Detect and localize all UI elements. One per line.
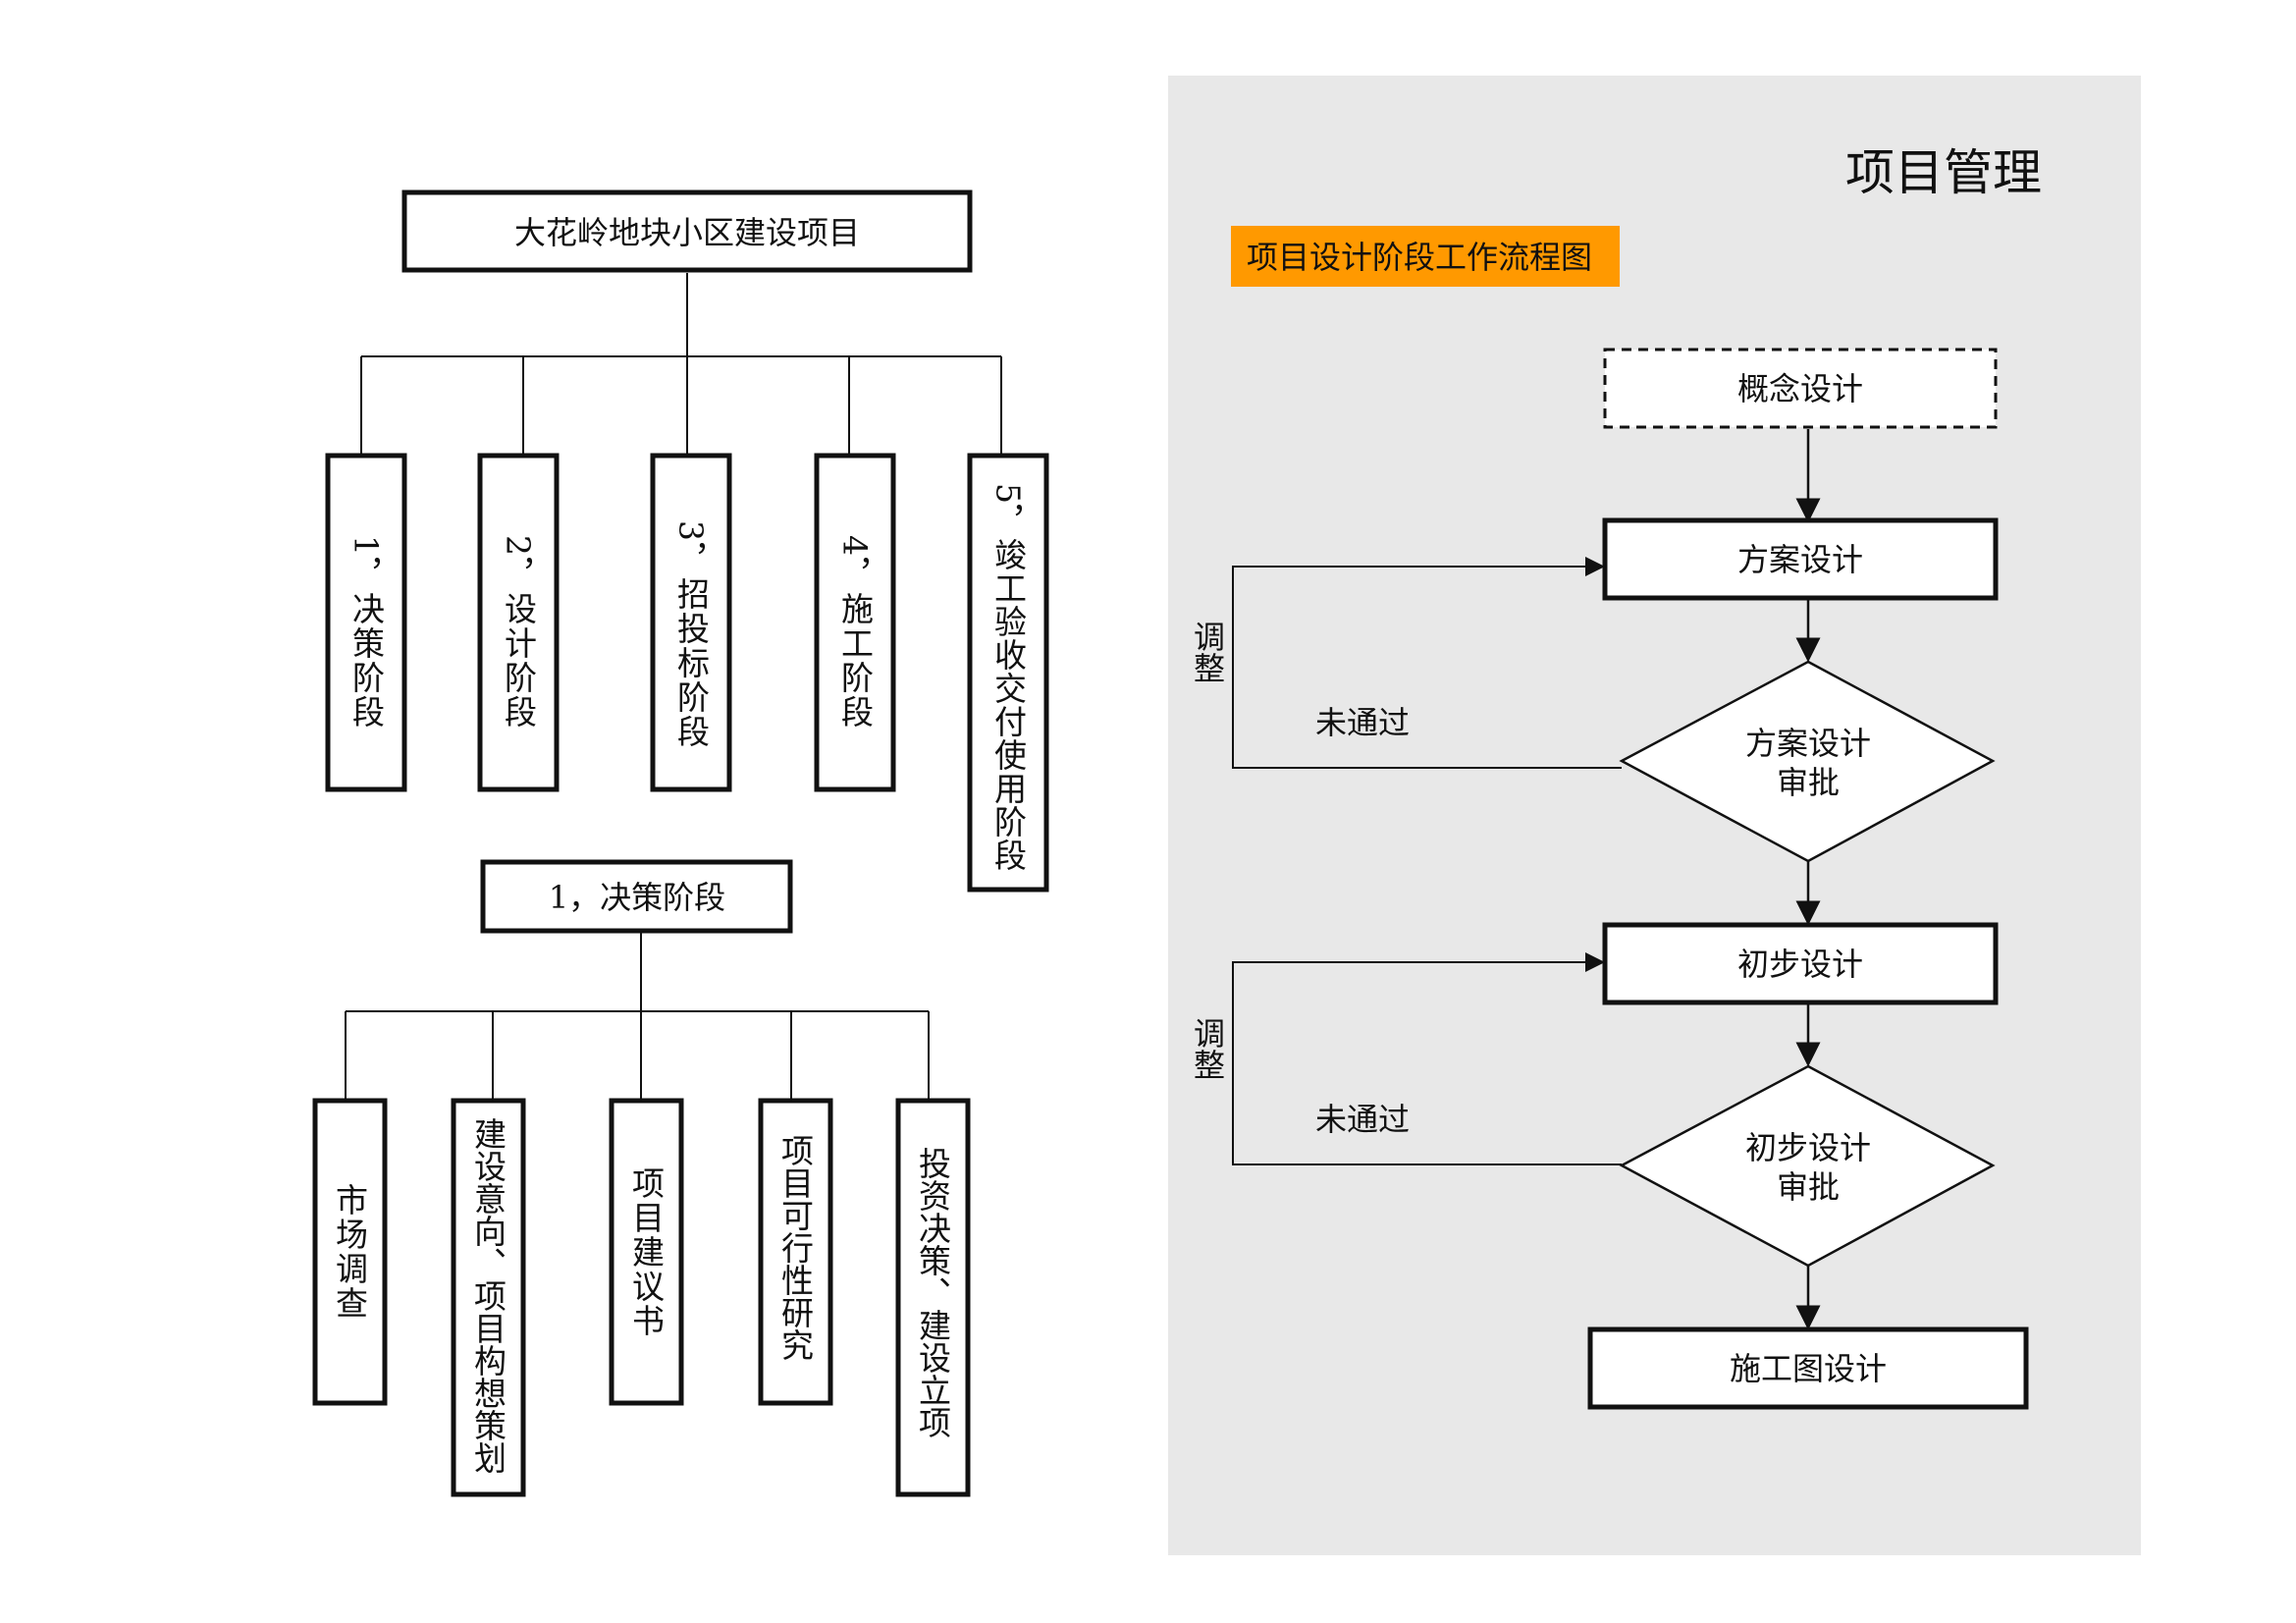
project-root-box [401,189,973,273]
flowchart [1232,348,2029,1410]
project-root-label: 大花岭地块小区建设项目 [514,214,860,251]
decision-box-3 [609,1098,684,1406]
stage-label-1: 1，决策阶段 [347,535,386,730]
scheme-review-label-2: 审批 [1777,764,1840,801]
adjust-label-1: 调整 [1189,621,1226,683]
fail-label-2: 未通过 [1315,1101,1410,1138]
decision-box-5 [895,1098,971,1497]
decision-root-box [480,859,793,934]
stage-label-5: 5，竣工验收交付使用阶段 [989,483,1028,872]
decision-boxes [312,1098,971,1497]
right-panel [1168,76,2141,1555]
construction-drawing-label: 施工图设计 [1730,1350,1887,1387]
org-tree [360,273,1002,454]
stage-boxes [325,453,1049,893]
stage-box-3 [650,453,732,792]
stage-label-2: 2，设计阶段 [500,535,538,730]
preliminary-review-label-1: 初步设计 [1745,1129,1871,1166]
decision-label-1: 市场调查 [331,1183,369,1321]
concept-design-box [1603,348,1998,429]
stage-label-4: 4，施工阶段 [836,535,875,730]
decision-label-3: 项目建议书 [627,1166,666,1338]
decision-label-5: 投资决策、建设立项 [914,1147,952,1438]
scheme-adjust-loop [1232,557,1622,769]
decision-box-2 [451,1098,526,1497]
scheme-design-box [1602,517,1999,601]
scheme-review-label-1: 方案设计 [1745,725,1871,762]
decision-label-2: 建设意向、项目构想策划 [469,1117,507,1474]
stage-box-4 [814,453,896,792]
stage-box-5 [967,453,1049,893]
decision-tree [345,933,930,1100]
flow-title: 项目设计阶段工作流程图 [1247,239,1592,276]
preliminary-design-box [1602,922,1999,1005]
stage-label-3: 3，招投标阶段 [672,520,711,749]
fail-label-1: 未通过 [1315,704,1410,741]
concept-design-label: 概念设计 [1737,370,1863,407]
stage-box-2 [477,453,560,792]
decision-box-4 [758,1098,833,1406]
construction-drawing-box [1587,1326,2029,1410]
flow-title-tag [1231,226,1620,287]
preliminary-design-label: 初步设计 [1737,946,1863,983]
preliminary-adjust-loop [1232,952,1622,1165]
decision-label-4: 项目可行性研究 [776,1134,815,1361]
decision-root-label: 1，决策阶段 [549,879,725,916]
decision-box-1 [312,1098,388,1406]
adjust-label-2: 调整 [1189,1017,1226,1080]
page-title: 项目管理 [1845,144,2042,201]
stage-box-1 [325,453,407,792]
scheme-design-label: 方案设计 [1737,541,1863,578]
preliminary-review-label-2: 审批 [1777,1168,1840,1206]
